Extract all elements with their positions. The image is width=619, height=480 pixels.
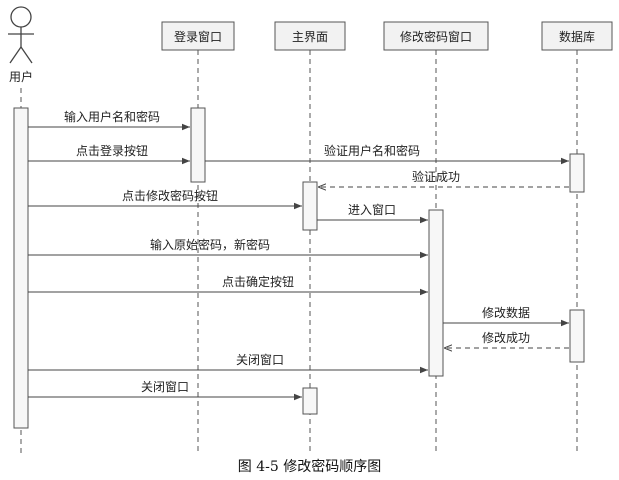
activation-main-ui-2 [302, 387, 318, 415]
message-label: 点击登录按钮 [76, 143, 148, 158]
participant-label: 修改密码窗口 [400, 29, 472, 44]
message-label: 修改成功 [482, 330, 530, 345]
message-label: 验证成功 [412, 169, 460, 184]
participant-change-password-window: 修改密码窗口 [383, 21, 489, 51]
participant-main-ui: 主界面 [274, 21, 346, 51]
activation-database-2 [569, 309, 585, 363]
message-close-window-2: 关闭窗口 [28, 380, 302, 401]
message-label: 关闭窗口 [236, 353, 284, 367]
message-label: 验证用户名和密码 [324, 143, 420, 158]
message-modify-success: 修改成功 [444, 330, 569, 348]
message-label: 进入窗口 [348, 203, 396, 217]
message-enter-credentials: 输入用户名和密码 [28, 109, 190, 131]
message-verify-success: 验证成功 [318, 169, 569, 187]
activation-login-window [190, 107, 206, 183]
message-click-login: 点击登录按钮 [28, 143, 190, 165]
message-enter-window: 进入窗口 [317, 203, 428, 224]
message-label: 点击修改密码按钮 [122, 188, 218, 203]
message-click-confirm: 点击确定按钮 [28, 274, 428, 296]
user-actor-icon [8, 6, 34, 64]
actor-label: 用户 [9, 69, 33, 84]
message-click-change-password: 点击修改密码按钮 [28, 188, 302, 210]
message-label: 关闭窗口 [141, 380, 189, 394]
message-input-passwords: 输入原始密码，新密码 [28, 237, 428, 259]
participant-login-window: 登录窗口 [161, 21, 235, 51]
participant-label: 数据库 [559, 29, 595, 44]
message-label: 输入用户名和密码 [64, 109, 160, 124]
activation-database-1 [569, 153, 585, 193]
activation-change-password-window [428, 209, 444, 377]
message-label: 输入原始密码，新密码 [150, 237, 270, 252]
message-modify-data: 修改数据 [443, 305, 569, 327]
message-label: 修改数据 [482, 305, 530, 320]
figure-caption: 图 4-5 修改密码顺序图 [237, 459, 382, 475]
participant-label: 登录窗口 [174, 29, 222, 44]
participant-label: 主界面 [292, 30, 328, 44]
message-label: 点击确定按钮 [222, 274, 294, 289]
message-close-window-1: 关闭窗口 [28, 353, 428, 374]
participant-database: 数据库 [541, 21, 613, 51]
activation-main-ui-1 [302, 181, 318, 231]
message-verify-credentials: 验证用户名和密码 [205, 143, 569, 165]
activation-user [13, 107, 29, 429]
